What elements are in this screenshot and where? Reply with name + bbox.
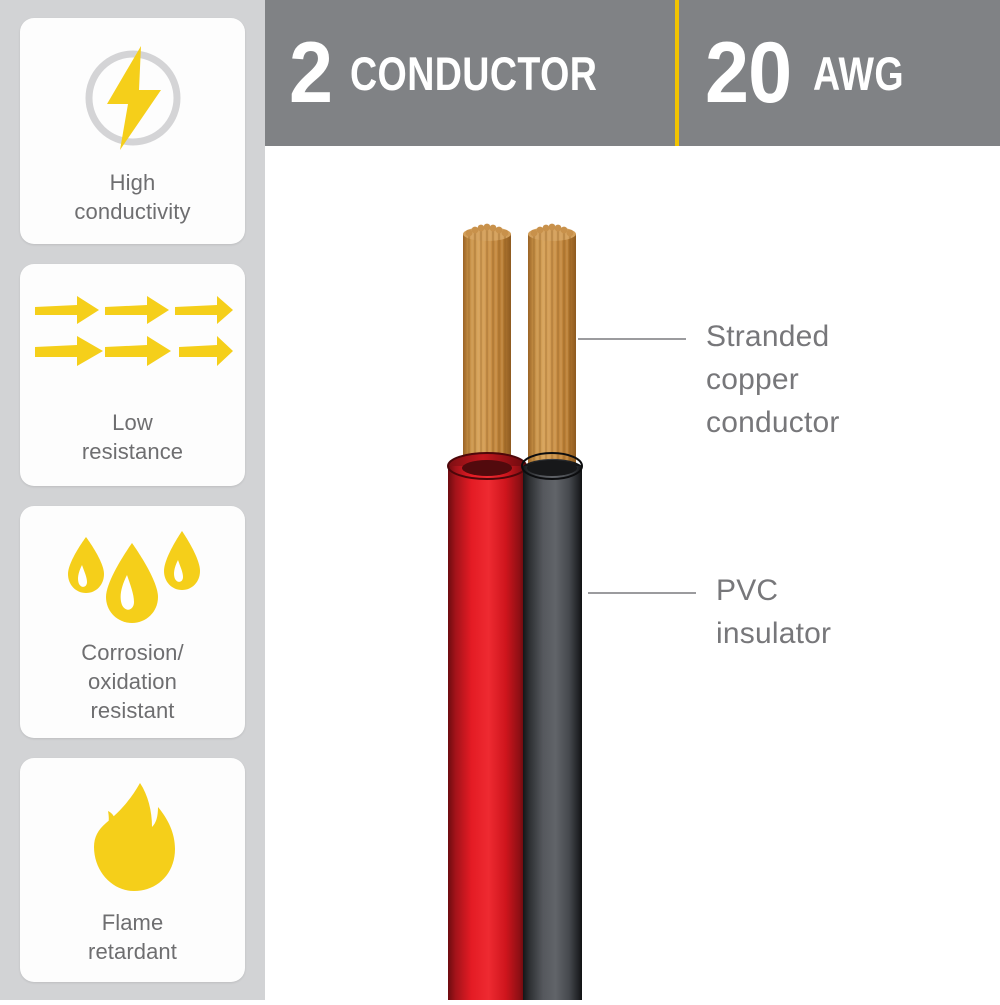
- header-divider: [675, 0, 679, 146]
- feature-sidebar: High conductivity Lo: [0, 0, 265, 1000]
- black-pvc-insulation: [521, 452, 583, 1000]
- black-copper-core: [528, 223, 576, 484]
- feature-card-low-resistance: Low resistance: [20, 264, 245, 486]
- lightning-bolt-in-circle-icon: [20, 18, 245, 164]
- flame-icon: [20, 758, 245, 904]
- two-conductor-cable-illustration: [445, 218, 585, 1000]
- feature-card-label: Flame retardant: [88, 910, 177, 964]
- conductor-spec-group: 2 CONDUCTOR: [289, 0, 659, 146]
- gauge-spec-group: 20 AWG: [705, 0, 926, 146]
- red-pvc-insulation: [447, 452, 527, 1000]
- callout-leader-line: [588, 592, 696, 594]
- feature-card-corrosion-resistant: Corrosion/ oxidation resistant: [20, 506, 245, 738]
- conductor-count: 2: [289, 25, 333, 121]
- feature-card-flame-retardant: Flame retardant: [20, 758, 245, 982]
- red-copper-core: [463, 223, 511, 484]
- callout-text: Stranded copper conductor: [706, 320, 840, 439]
- feature-card-label: Low resistance: [81, 410, 184, 464]
- three-droplets-icon: [20, 506, 245, 632]
- feature-card-high-conductivity: High conductivity: [20, 18, 245, 244]
- gauge-number: 20: [705, 25, 792, 121]
- conductor-label: CONDUCTOR: [349, 46, 598, 100]
- gauge-label: AWG: [812, 46, 904, 100]
- six-right-arrows-icon: [20, 264, 245, 402]
- feature-card-label: Corrosion/ oxidation resistant: [81, 640, 184, 723]
- spec-header-bar: 2 CONDUCTOR 20 AWG: [265, 0, 1000, 146]
- feature-card-label: High conductivity: [74, 170, 191, 224]
- callout-text: PVC insulator: [716, 574, 832, 650]
- callout-leader-line: [578, 338, 686, 340]
